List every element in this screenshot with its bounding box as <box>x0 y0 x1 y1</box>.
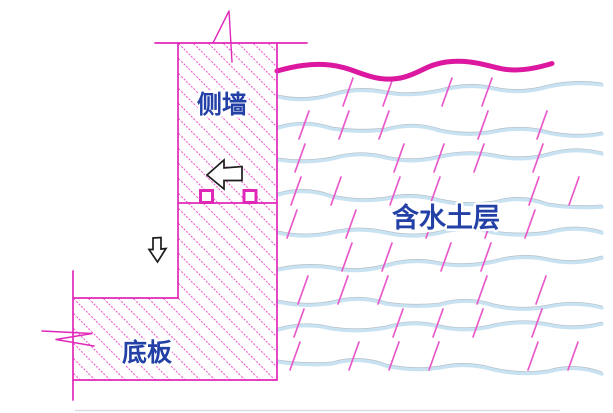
soil-tick-mark <box>428 341 440 371</box>
section-outline <box>41 10 308 401</box>
waterstop-marker <box>242 189 258 204</box>
soil-tick-mark <box>345 209 357 239</box>
groundwater-table-line <box>274 58 555 82</box>
soil-tick-mark <box>341 242 353 272</box>
soil-tick-mark <box>290 176 302 206</box>
soil-tick-mark <box>330 176 342 206</box>
soil-tick-mark <box>298 110 310 140</box>
soil-tick-mark <box>567 341 579 371</box>
soil-tick-mark <box>289 341 301 371</box>
soil-tick-mark <box>481 77 493 107</box>
soil-tick-mark <box>472 308 484 338</box>
soil-tick-mark <box>473 143 485 173</box>
soil-tick-mark <box>524 209 536 239</box>
soil-tick-mark <box>568 176 580 206</box>
wall-and-slab-hatched-section <box>73 43 277 380</box>
break-symbol-top <box>212 10 233 63</box>
soil-tick-mark <box>378 110 390 140</box>
soil-wave-line <box>276 227 604 238</box>
soil-tick-mark <box>338 110 350 140</box>
soil-tick-mark <box>535 275 547 305</box>
aquifer-hatch-ticks <box>286 77 580 371</box>
soil-tick-mark <box>425 209 437 239</box>
soil-tick-mark <box>528 176 540 206</box>
soil-tick-mark <box>441 77 453 107</box>
soil-tick-mark <box>433 143 445 173</box>
aquifer-label: 含水土层 <box>392 202 500 233</box>
soil-tick-mark <box>392 308 404 338</box>
soil-tick-mark <box>440 242 452 272</box>
soil-tick-mark <box>531 308 543 338</box>
soil-tick-mark <box>348 341 360 371</box>
soil-tick-mark <box>337 275 349 305</box>
base-slab-label: 底板 <box>122 338 172 367</box>
soil-tick-mark <box>527 341 539 371</box>
soil-tick-mark <box>297 275 309 305</box>
soil-tick-mark <box>381 242 393 272</box>
soil-tick-mark <box>477 110 489 140</box>
soil-tick-mark <box>389 176 401 206</box>
soil-tick-mark <box>532 143 544 173</box>
soil-wave-line <box>276 297 604 311</box>
soil-tick-mark <box>484 209 496 239</box>
soil-wave-line <box>276 255 604 273</box>
soil-tick-mark <box>432 308 444 338</box>
soil-tick-mark <box>536 110 548 140</box>
soil-wave-line <box>276 81 604 102</box>
soil-tick-mark <box>388 341 400 371</box>
soil-tick-mark <box>476 275 488 305</box>
soil-tick-mark <box>393 143 405 173</box>
soil-tick-mark <box>429 176 441 206</box>
wall-label: 侧墙 <box>197 90 247 119</box>
soil-tick-mark <box>294 143 306 173</box>
soil-tick-mark <box>293 308 305 338</box>
soil-tick-mark <box>286 209 298 239</box>
soil-wave-line <box>276 358 604 376</box>
break-symbol-left <box>41 330 95 347</box>
soil-tick-mark <box>342 77 354 107</box>
downward-seepage-arrow-icon <box>147 236 168 264</box>
soil-wave-line <box>276 189 604 210</box>
soil-wave-line <box>276 321 604 333</box>
waterstop-marker <box>199 189 214 204</box>
soil-tick-mark <box>377 275 389 305</box>
leftward-seepage-arrow-icon <box>205 158 243 191</box>
soil-tick-mark <box>480 242 492 272</box>
soil-wave-line <box>276 122 604 138</box>
soil-tick-mark <box>382 77 394 107</box>
